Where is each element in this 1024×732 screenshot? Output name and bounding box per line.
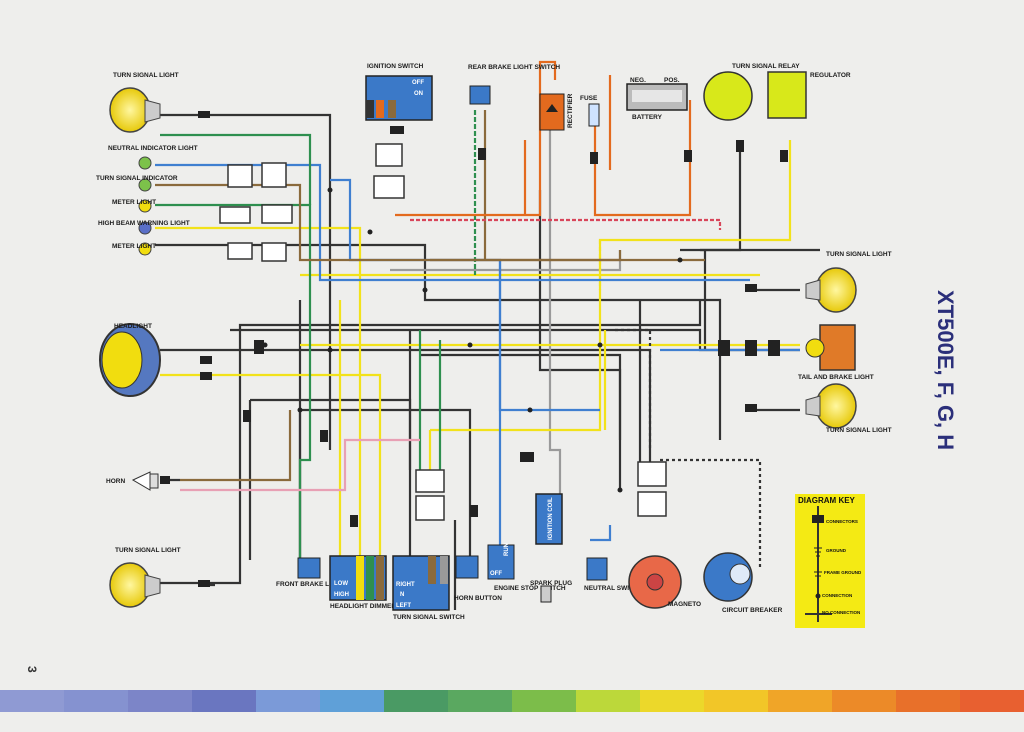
engine-stop-run-label: RUN (504, 543, 510, 556)
key-connection: CONNECTION (822, 593, 852, 598)
color-strip (0, 690, 1024, 712)
color-strip-swatch (704, 690, 769, 712)
horn-button (455, 555, 479, 579)
turn-signal-light-bl-label: TURN SIGNAL LIGHT (115, 547, 181, 554)
magneto (628, 555, 682, 609)
rear-brake-switch-label: REAR BRAKE LIGHT SWITCH (468, 64, 560, 71)
turn-signal-light-br-label: TURN SIGNAL LIGHT (826, 427, 892, 434)
indicator-lamps (138, 156, 152, 256)
color-strip-swatch (192, 690, 257, 712)
color-strip-swatch (768, 690, 833, 712)
battery-label: BATTERY (632, 114, 663, 121)
battery-neg-label: NEG. (630, 77, 646, 84)
mid-connectors (415, 461, 667, 521)
diagram-key (795, 494, 865, 628)
color-strip-swatch (832, 690, 897, 712)
key-no-connection: NO CONNECTION (822, 610, 860, 615)
ignition-off-label: OFF (412, 80, 424, 86)
color-strip-swatch (64, 690, 129, 712)
color-strip-swatch (576, 690, 641, 712)
spark-plug (540, 585, 552, 603)
color-strip-swatch (320, 690, 385, 712)
ts-right-label: RIGHT (396, 582, 415, 588)
color-strip-swatch (128, 690, 193, 712)
turn-indicator-label: TURN SIGNAL INDICATOR (96, 175, 178, 182)
color-strip-swatch (512, 690, 577, 712)
relay-label: TURN SIGNAL RELAY (732, 63, 800, 70)
tail-brake-light (805, 324, 856, 371)
turn-signal-relay (703, 71, 753, 121)
ts-n-label: N (400, 592, 404, 598)
page-title: XT500E, F, G, H (933, 290, 958, 450)
key-frame-ground: FRAME GROUND (824, 570, 862, 575)
tail-brake-label: TAIL AND BRAKE LIGHT (798, 374, 874, 381)
page-number: 3 (25, 666, 39, 673)
color-strip-swatch (0, 690, 65, 712)
fuse (588, 103, 600, 127)
meter-light-1-label: METER LIGHT (112, 199, 156, 206)
battery-pos-label: POS. (664, 77, 680, 84)
engine-stop-label: ENGINE STOP SWITCH (494, 585, 566, 592)
high-beam-label: HIGH BEAM WARNING LIGHT (98, 220, 190, 227)
color-strip-swatch (256, 690, 321, 712)
ignition-coil-label: IGNITION COIL (548, 497, 554, 540)
color-strip-swatch (384, 690, 449, 712)
ignition-switch-label: IGNITION SWITCH (367, 63, 424, 70)
color-strip-swatch (448, 690, 513, 712)
regulator (767, 71, 807, 119)
ignition-coil (535, 493, 563, 545)
engine-stop-off-label: OFF (490, 571, 502, 577)
neutral-switch (586, 557, 608, 581)
key-connectors: CONNECTORS (826, 519, 858, 524)
turn-signal-light-top-right (805, 267, 857, 313)
regulator-label: REGULATOR (810, 72, 851, 79)
front-brake-switch-label: FRONT BRAKE LIGHT SWITCH (276, 581, 372, 588)
key-ground: GROUND (826, 548, 847, 553)
dimmer-low-label: LOW (334, 581, 348, 587)
front-brake-switch (297, 557, 321, 579)
rectifier (539, 93, 565, 131)
wires (155, 60, 820, 610)
junction-dots (262, 187, 683, 493)
color-strip-swatch (640, 690, 705, 712)
diagram-key-title: DIAGRAM KEY (798, 496, 856, 505)
magneto-label: MAGNETO (668, 601, 701, 608)
circuit-breaker-label: CIRCUIT BREAKER (722, 607, 783, 614)
turn-signal-light-bottom-right (805, 383, 857, 429)
spark-plug-label: SPARK PLUG (530, 580, 572, 587)
horn (131, 471, 159, 491)
turn-signal-light-tl-label: TURN SIGNAL LIGHT (113, 72, 179, 79)
horn-label: HORN (106, 478, 125, 485)
rectifier-label: RECTIFIER (567, 93, 574, 128)
instrument-connectors (219, 162, 293, 262)
headlight-dimmer-label: HEADLIGHT DIMMER SWITCH (330, 603, 424, 610)
color-strip-swatch (896, 690, 961, 712)
headlight-label: HEADLIGHT (114, 323, 152, 330)
wire-connectors (160, 111, 788, 587)
ignition-switch (365, 75, 433, 199)
color-strip-swatch (960, 690, 1024, 712)
turn-switch-label: TURN SIGNAL SWITCH (393, 614, 465, 621)
neutral-indicator-label: NEUTRAL INDICATOR LIGHT (108, 145, 198, 152)
ignition-on-label: ON (414, 91, 423, 97)
turn-signal-light-tr-label: TURN SIGNAL LIGHT (826, 251, 892, 258)
circuit-breaker (703, 552, 753, 602)
dimmer-high-label: HIGH (334, 592, 349, 598)
fuse-label: FUSE (580, 95, 598, 102)
battery (626, 83, 688, 111)
meter-light-2-label: METER LIGHT (112, 243, 156, 250)
turn-signal-light-bottom-left (109, 562, 161, 608)
headlight (99, 323, 161, 397)
engine-stop-switch (487, 544, 515, 580)
neutral-switch-label: NEUTRAL SWITCH (584, 585, 643, 592)
turn-signal-light-top-left (109, 87, 161, 133)
rear-brake-switch (469, 85, 491, 105)
ts-left-label: LEFT (396, 603, 411, 609)
turn-signal-switch (392, 555, 450, 611)
headlight-dimmer-switch (329, 555, 387, 601)
horn-button-label: HORN BUTTON (454, 595, 502, 602)
